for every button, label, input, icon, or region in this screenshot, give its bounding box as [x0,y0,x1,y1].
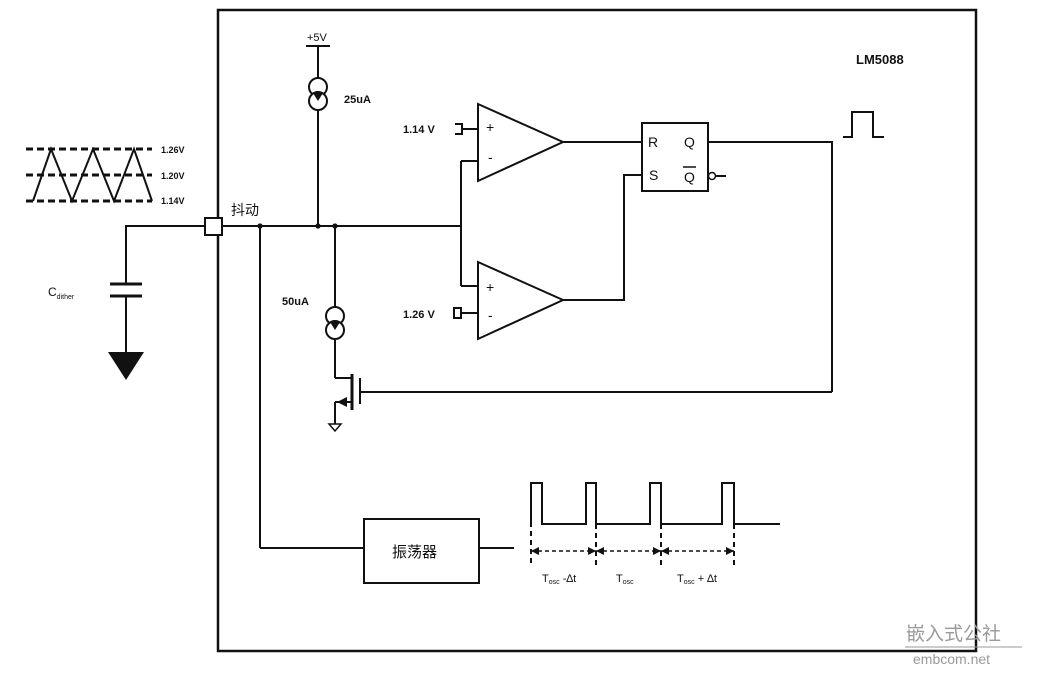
main-wiring [222,45,478,549]
timing-label-short: Tosc -∆t [542,573,576,586]
dither-capacitor [110,225,205,352]
watermark-url: embcom.net [913,651,990,667]
timing-label-nominal: Tosc [616,573,634,586]
ref-label-bottom: 1.26 V [403,309,435,321]
comparator-top [477,102,566,183]
ramp-level-mid: 1.20V [161,171,185,181]
ramp-level-low: 1.14V [161,196,185,206]
comparator-top-plus: + [486,119,494,135]
reference-inputs [453,123,478,319]
timing-arrows [531,547,734,555]
source-bottom-label: 50uA [282,296,309,308]
qbar-bubble [707,171,717,181]
flipflop-r: R [648,134,658,150]
chip-boundary [216,8,978,653]
current-source-50ua-arrow [330,322,340,330]
ground-small-icon [327,423,343,433]
comparator-top-minus: - [488,149,493,165]
flipflop-qbar: Q [684,169,695,185]
supply-label: +5V [307,32,328,44]
junction-dot [257,223,263,229]
ref-label-top: 1.14 V [403,124,435,136]
mosfet-arrow [337,397,347,407]
comparator-bottom-plus: + [486,279,494,295]
timing-markers [530,522,735,566]
junction-dot [332,223,338,229]
oscillator-label: 振荡器 [392,544,437,561]
ramp-waveform [26,146,153,204]
oscillator-waveform [530,482,780,525]
ground-symbol [108,352,144,380]
source-top-label: 25uA [344,94,371,106]
sr-flipflop [641,122,709,192]
watermark-title: 嵌入式公社 [906,623,1001,645]
junction-dot [315,223,321,229]
q-output-wiring [708,141,833,392]
cap-label: Cdither [48,285,75,301]
dither-pin [204,217,223,236]
dither-pin-label: 抖动 [231,202,259,218]
flipflop-q: Q [684,134,695,150]
comparator-bottom [477,260,566,341]
comparator-bottom-minus: - [488,307,493,323]
discharge-mosfet [334,374,832,424]
ramp-level-high: 1.26V [161,145,185,155]
comparator-outputs [563,141,642,301]
flipflop-s: S [649,167,658,183]
pulse-icon [843,111,884,138]
current-source-25ua-arrow [313,93,323,101]
timing-label-long: Tosc + ∆t [677,573,717,586]
chip-label: LM5088 [856,52,904,67]
oscillator-block [363,518,480,584]
